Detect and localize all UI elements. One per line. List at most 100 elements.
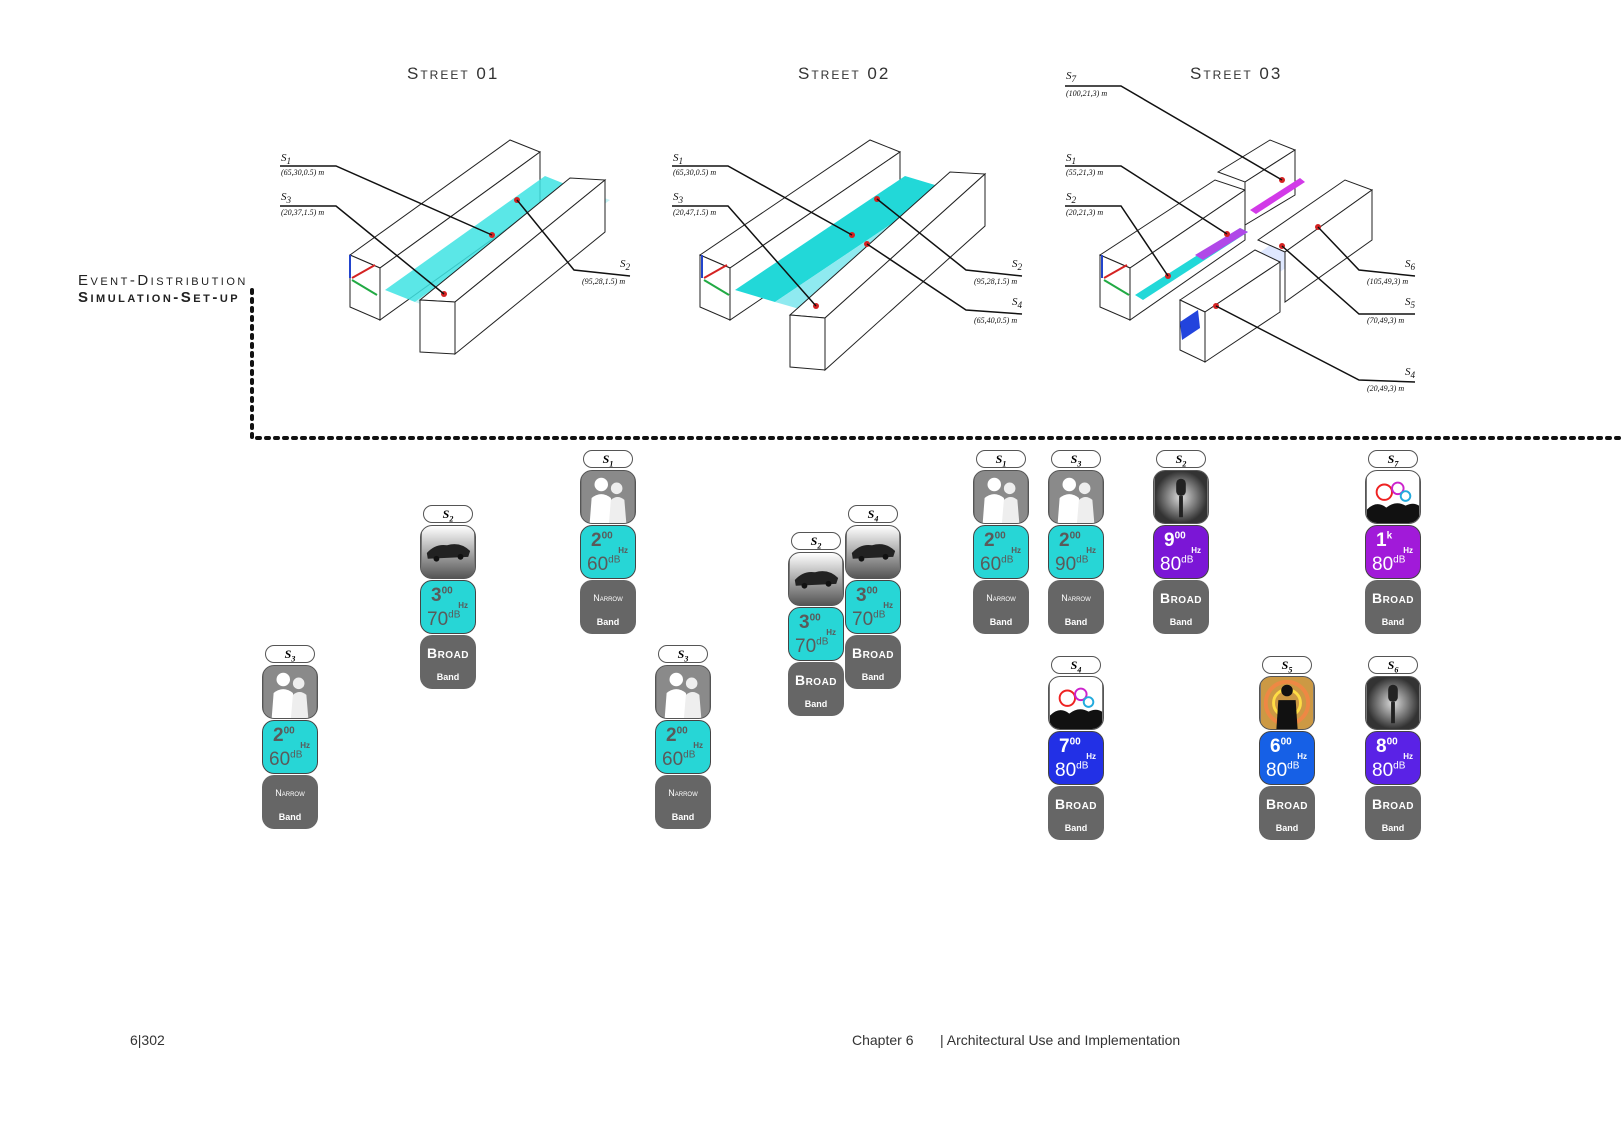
band-type: Narrow	[593, 593, 623, 603]
hz-unit: Hz	[1011, 546, 1021, 555]
hz-unit: Hz	[883, 601, 893, 610]
event-card: S4S4700Hz80dBBroadBand	[1048, 656, 1104, 840]
street-03-model	[1065, 85, 1416, 383]
event-card: S1S1200Hz60dBNarrowBand	[580, 450, 636, 634]
event-card: S1S1200Hz60dBNarrowBand	[973, 450, 1029, 634]
band-label: Band	[671, 812, 695, 822]
source-tag: S7S7	[1368, 450, 1418, 468]
st3-callout-label: S1	[1066, 152, 1077, 167]
frequency-value: 200	[591, 530, 613, 551]
hz-unit: Hz	[458, 601, 468, 610]
level-value: 80dB	[1160, 554, 1194, 575]
level-value: 70dB	[795, 636, 829, 657]
car-icon	[845, 525, 901, 579]
st3-callout-coord: (70,49,3) m	[1367, 316, 1405, 325]
art-icon	[1365, 470, 1421, 524]
band-label: Band	[861, 672, 885, 682]
st3-callout-coord: (20,21,3) m	[1066, 208, 1104, 217]
st3-callout-label: S4	[1405, 366, 1416, 381]
st3-callout-label: S6	[1405, 258, 1416, 273]
hz-unit: Hz	[1403, 752, 1413, 761]
event-card: S2S2900Hz80dBBroadBand	[1153, 450, 1209, 634]
band-type: Narrow	[986, 593, 1016, 603]
level-value: 80dB	[1372, 760, 1406, 781]
frequency-value: 600	[1270, 736, 1292, 757]
st2-callout-coord: (95,28,1.5) m	[974, 277, 1018, 286]
people-icon	[973, 470, 1029, 524]
event-card: S3S3200Hz60dBNarrowBand	[262, 645, 318, 829]
source-tag: S5S5	[1262, 656, 1312, 674]
band-type: Narrow	[1061, 593, 1091, 603]
band-label: Band	[1064, 617, 1088, 627]
band-type: Broad	[426, 645, 470, 661]
hz-unit: Hz	[1086, 752, 1096, 761]
event-card: S2S2300Hz70dBBroadBand	[420, 505, 476, 689]
frequency-value: 800	[1376, 736, 1398, 757]
st3-callout-label: S7	[1066, 70, 1077, 85]
people-icon	[1048, 470, 1104, 524]
hz-unit: Hz	[1403, 546, 1413, 555]
mic-icon	[1153, 470, 1209, 524]
st2-callout-label: S3	[673, 191, 684, 206]
level-value: 60dB	[980, 554, 1014, 575]
street-01-title: Street 01	[407, 64, 500, 83]
source-tag: S3S3	[1051, 450, 1101, 468]
hz-unit: Hz	[1297, 752, 1307, 761]
street-01-model	[280, 139, 631, 356]
source-tag: S6S6	[1368, 656, 1418, 674]
dotted-connector	[250, 288, 1621, 440]
art-icon	[1048, 676, 1104, 730]
people-icon	[655, 665, 711, 719]
source-tag: S2S2	[423, 505, 473, 523]
level-value: 80dB	[1372, 554, 1406, 575]
car-icon	[788, 552, 844, 606]
event-card: S4S4300Hz70dBBroadBand	[845, 505, 901, 689]
singer-icon	[1259, 676, 1315, 730]
level-value: 90dB	[1055, 554, 1089, 575]
frequency-value: 200	[1059, 530, 1081, 551]
level-value: 70dB	[852, 609, 886, 630]
page-number: 6|302	[130, 1032, 165, 1048]
hz-unit: Hz	[300, 741, 310, 750]
st2-callout-label: S1	[673, 152, 684, 167]
band-type: Broad	[1371, 796, 1415, 812]
band-label: Band	[596, 617, 620, 627]
event-card: S3S3200Hz60dBNarrowBand	[655, 645, 711, 829]
level-value: 60dB	[662, 749, 696, 770]
st1-callout-label: S1	[281, 152, 292, 167]
band-type: Broad	[1265, 796, 1309, 812]
st3-callout-label: S2	[1066, 191, 1077, 206]
band-type: Broad	[1371, 590, 1415, 606]
section-title: Event-Distribution Simulation-Set-up	[78, 272, 248, 306]
source-tag: S3S3	[658, 645, 708, 663]
frequency-value: 200	[273, 725, 295, 746]
band-label: Band	[1381, 617, 1405, 627]
frequency-value: 300	[799, 612, 821, 633]
band-type: Broad	[1054, 796, 1098, 812]
level-value: 60dB	[269, 749, 303, 770]
frequency-value: 200	[666, 725, 688, 746]
level-value: 70dB	[427, 609, 461, 630]
band-type: Broad	[794, 672, 838, 688]
band-label: Band	[1381, 823, 1405, 833]
source-tag: S4S4	[848, 505, 898, 523]
hz-unit: Hz	[826, 628, 836, 637]
st1-callout-label: S3	[281, 191, 292, 206]
st2-callout-coord: (20,47,1.5) m	[673, 208, 717, 217]
event-card: S2S2300Hz70dBBroadBand	[788, 532, 844, 716]
hz-unit: Hz	[1191, 546, 1201, 555]
